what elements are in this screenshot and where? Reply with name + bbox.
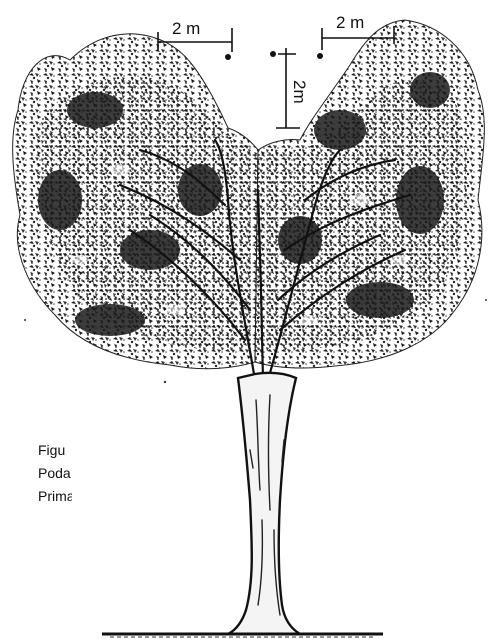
tree-trunk <box>102 373 383 637</box>
caption-line-1: Figu <box>38 442 65 458</box>
right-gap-label: 2 m <box>336 13 364 32</box>
vertical-gap-label: 2m <box>290 80 309 104</box>
figure-caption: Figu Poda Prima <box>38 438 92 508</box>
caption-line-2: Poda <box>38 465 71 481</box>
caption-line-3: Prima <box>38 488 75 504</box>
dimension-vertical: 2m <box>270 48 309 128</box>
left-gap-label: 2 m <box>172 19 200 38</box>
tree-canopy <box>13 20 485 369</box>
